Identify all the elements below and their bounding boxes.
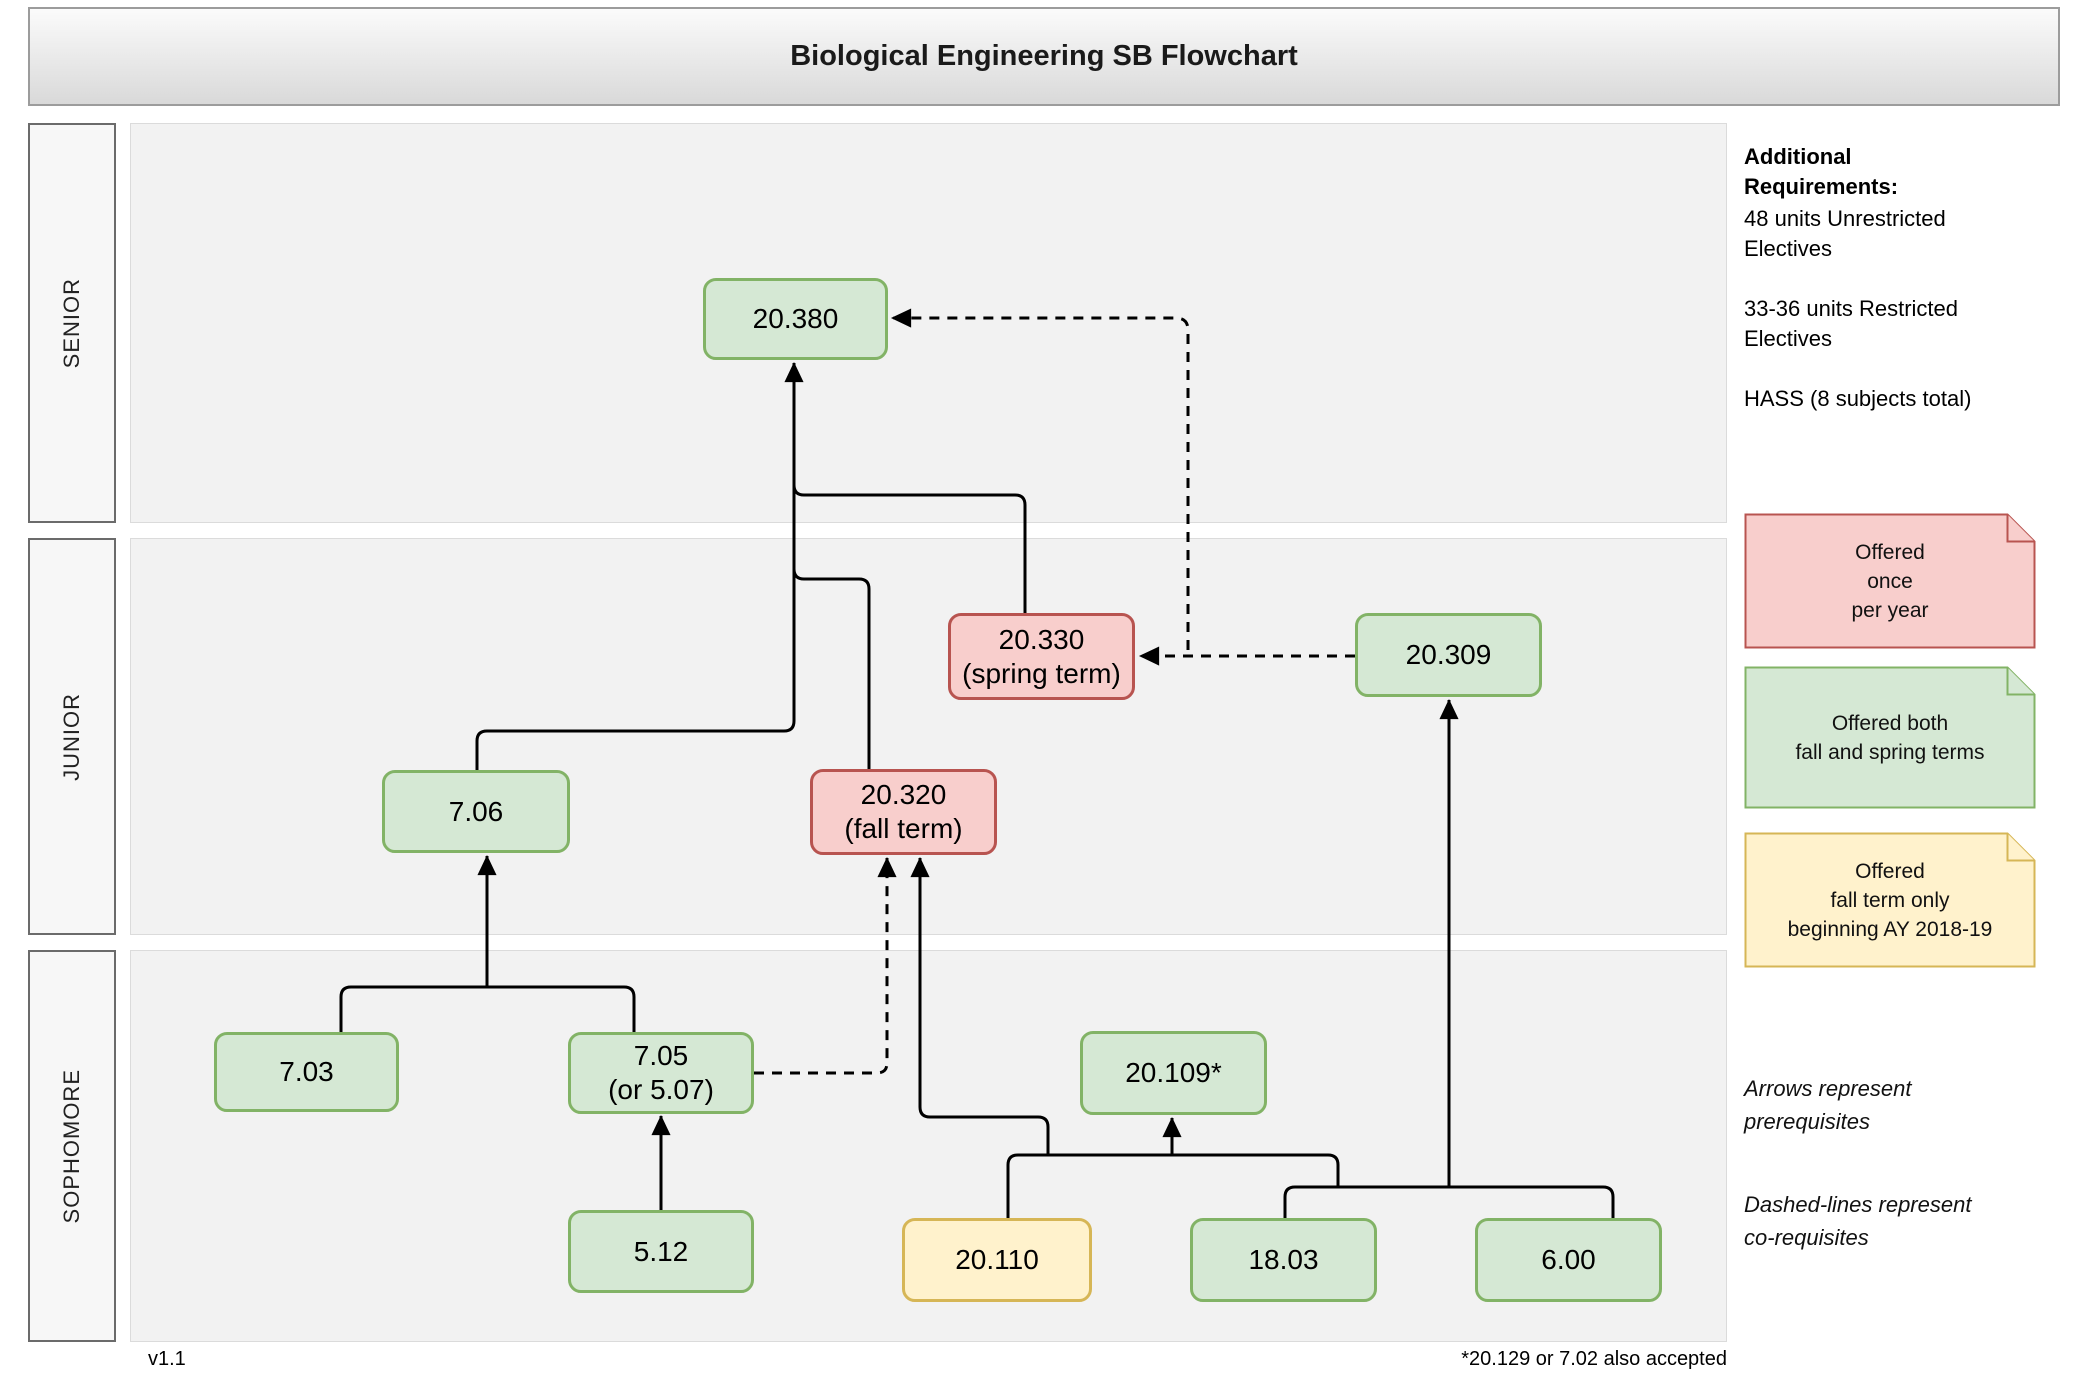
band-senior [130, 123, 1727, 523]
course-node-20.110: 20.110 [902, 1218, 1092, 1302]
course-node-20.380: 20.380 [703, 278, 888, 360]
title-bar: Biological Engineering SB Flowchart [28, 7, 2060, 106]
course-code: 20.380 [752, 303, 839, 334]
course-node-18.03: 18.03 [1190, 1218, 1377, 1302]
course-code: 7.05 [633, 1040, 689, 1071]
course-code: 20.309 [1405, 639, 1492, 670]
additional-requirements: Additional Requirements: 48 units Unrest… [1744, 142, 2049, 414]
course-code: 7.03 [279, 1056, 334, 1087]
course-code: 7.06 [448, 795, 504, 827]
edge-coreq-to-20.380 [890, 308, 1190, 650]
edge-18.03-6.00-junction [1283, 1185, 1615, 1218]
course-node-20.309: 20.309 [1355, 613, 1542, 697]
course-term-note: (fall term) [844, 813, 963, 844]
course-node-7.05: 7.05(or 5.07) [568, 1032, 754, 1114]
year-row-junior: JUNIOR [28, 538, 116, 935]
requirement-item: 48 units Unrestricted Electives [1744, 206, 1946, 261]
edge-20.330-to-trunk [792, 484, 1027, 613]
page-title: Biological Engineering SB Flowchart [790, 40, 1298, 72]
course-term-note: (or 5.07) [608, 1074, 714, 1105]
course-code: 5.12 [633, 1235, 689, 1267]
course-node-7.06: 7.06 [382, 770, 570, 853]
year-row-sophomore: SOPHOMORE [28, 950, 116, 1342]
edge-coreq-7.05-to-20.320 [754, 856, 897, 1075]
version-label: v1.1 [148, 1348, 186, 1370]
legend-note-offered-fall-only: Offered fall term only beginning AY 2018… [1744, 832, 2036, 968]
additional-requirements-heading: Additional Requirements: [1744, 144, 1899, 199]
edge-trunk-to-20.380 [475, 361, 804, 770]
edge-7.03-7.05-junction [339, 985, 636, 1032]
annotation-dashed-lines: Dashed-lines represent co-requisites [1744, 1192, 1972, 1250]
year-row-senior: SENIOR [28, 123, 116, 523]
edge-20.320-to-trunk [792, 568, 871, 769]
requirement-item: HASS (8 subjects total) [1744, 386, 1972, 411]
legend-note-offered-both-terms: Offered both fall and spring terms [1744, 666, 2036, 809]
course-code: 20.320 [860, 779, 947, 810]
course-code: 20.110 [955, 1244, 1039, 1275]
course-code: 18.03 [1248, 1244, 1319, 1275]
course-node-20.320: 20.320(fall term) [810, 769, 997, 855]
edge-sophomore-bus [1006, 1153, 1340, 1218]
note-shape [1744, 513, 2036, 649]
annotation-arrows: Arrows represent prerequisites [1744, 1076, 1912, 1134]
course-node-20.109: 20.109* [1080, 1031, 1267, 1115]
legend-note-text: Offered both fall and spring terms [1795, 711, 1985, 764]
course-code: 20.109* [1125, 1057, 1222, 1088]
course-node-6.00: 6.00 [1475, 1218, 1662, 1302]
course-node-7.03: 7.03 [214, 1032, 399, 1112]
course-node-5.12: 5.12 [568, 1210, 754, 1293]
note-shape [1744, 832, 2036, 968]
legend-note-offered-once-per-year: Offered once per year [1744, 513, 2036, 649]
legend-note-text: Offered fall term only beginning AY 2018… [1787, 859, 1993, 941]
course-code: 20.330 [998, 623, 1085, 655]
footnote: *20.129 or 7.02 also accepted [1461, 1348, 1727, 1370]
edge-bus-to-20.320 [910, 856, 1050, 1155]
course-code: 6.00 [1541, 1244, 1596, 1275]
course-term-note: (spring term) [962, 657, 1121, 689]
requirement-item: 33-36 units Restricted Electives [1744, 296, 1958, 351]
note-shape [1744, 666, 2036, 809]
course-node-20.330: 20.330(spring term) [948, 613, 1135, 700]
legend-note-text: Offered once per year [1851, 540, 1929, 622]
